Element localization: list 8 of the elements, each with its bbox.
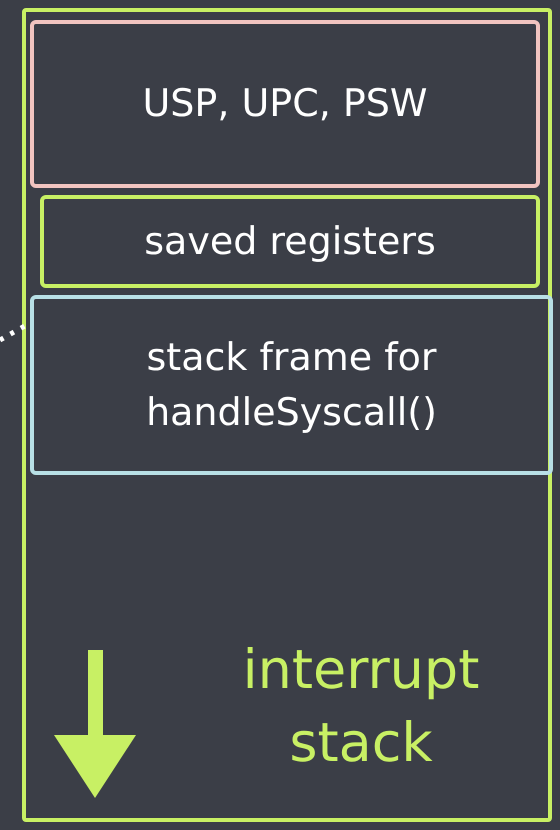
stack-entry-box xyxy=(30,20,540,188)
entry-label: saved registers xyxy=(143,218,437,265)
stack-entry-box xyxy=(30,295,553,475)
entry-label: stack frame for handleSyscall() xyxy=(145,334,438,436)
stack-entry-box xyxy=(40,195,540,288)
entry-label: USP, UPC, PSW xyxy=(141,80,429,128)
stack-region-box xyxy=(22,8,552,822)
region-label: interrupt stack xyxy=(242,637,480,776)
